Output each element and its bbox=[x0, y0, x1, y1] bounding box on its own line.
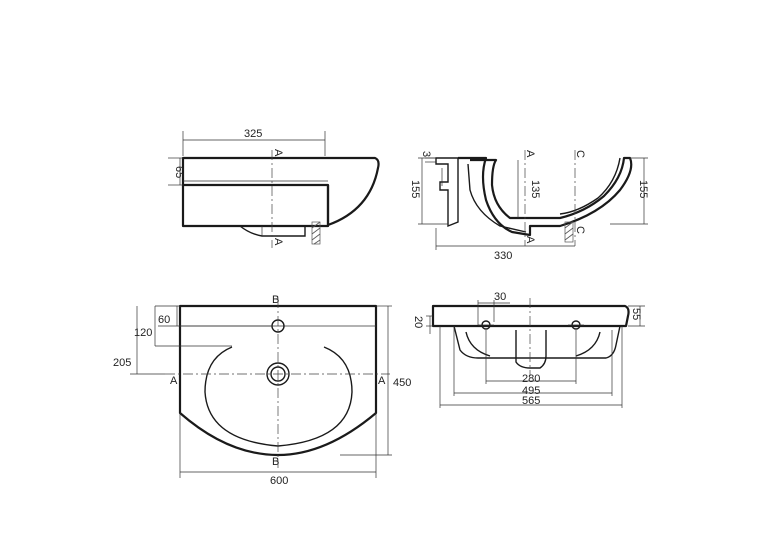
dimension-280: 280 bbox=[522, 373, 540, 385]
front-view-rim bbox=[431, 304, 630, 328]
section-view: A A C C 3 155 135 155 330 bbox=[409, 150, 649, 262]
section-bowl-outer bbox=[458, 156, 633, 237]
bolt-hole-right bbox=[568, 320, 584, 330]
side-section-a-top: A bbox=[272, 149, 284, 157]
rim-thickness-dimension: 20 bbox=[412, 316, 424, 328]
tap-to-centre-dimension: 120 bbox=[134, 327, 152, 339]
section-c-bottom: C bbox=[574, 226, 586, 234]
top-label-b-top: B bbox=[272, 294, 279, 306]
overall-depth-dimension: 450 bbox=[393, 377, 411, 389]
dimension-495: 495 bbox=[522, 385, 540, 397]
section-left-height: 155 bbox=[409, 180, 421, 198]
section-lip-dimension: 3 bbox=[420, 151, 432, 157]
side-view-body bbox=[181, 185, 330, 228]
section-bowl-inner bbox=[467, 163, 527, 233]
front-view: 30 20 55 280 495 565 bbox=[412, 291, 645, 408]
front-view-bowl bbox=[453, 325, 621, 359]
rim-height-dimension: 55 bbox=[630, 308, 642, 320]
top-label-a-left: A bbox=[170, 375, 178, 387]
section-depth-dimension: 330 bbox=[494, 250, 512, 262]
top-view: B B A A 60 120 205 450 600 bbox=[113, 294, 411, 487]
side-view-wall-hatch bbox=[311, 221, 321, 245]
top-view-bowl bbox=[204, 346, 353, 447]
section-wall-hatch bbox=[564, 221, 574, 243]
top-label-a-right: A bbox=[378, 375, 386, 387]
front-view-inner-bowl bbox=[465, 331, 601, 357]
drain-to-back-dimension: 205 bbox=[113, 357, 131, 369]
top-view-outline bbox=[178, 304, 378, 457]
overall-width-dimension: 600 bbox=[270, 475, 288, 487]
dimension-565: 565 bbox=[522, 395, 540, 407]
hole-spacing-dimension: 30 bbox=[494, 291, 506, 303]
side-height-dimension: 65 bbox=[173, 166, 185, 178]
section-center-depth: 135 bbox=[529, 180, 541, 198]
front-view-trap bbox=[515, 330, 547, 369]
section-a-bottom: A bbox=[524, 236, 536, 244]
side-view-trap bbox=[239, 225, 306, 237]
side-section-a-bottom: A bbox=[272, 238, 284, 246]
top-label-b-bottom: B bbox=[272, 456, 279, 468]
section-right-height: 155 bbox=[637, 180, 649, 198]
side-view: A A 325 65 bbox=[168, 128, 380, 248]
section-wall-bracket bbox=[435, 157, 459, 228]
bolt-hole-left bbox=[478, 320, 494, 330]
side-width-dimension: 325 bbox=[244, 128, 262, 140]
section-c-top: C bbox=[574, 150, 586, 158]
side-view-outline bbox=[181, 156, 380, 227]
tap-offset-dimension: 60 bbox=[158, 314, 170, 326]
section-a-top: A bbox=[524, 150, 536, 158]
